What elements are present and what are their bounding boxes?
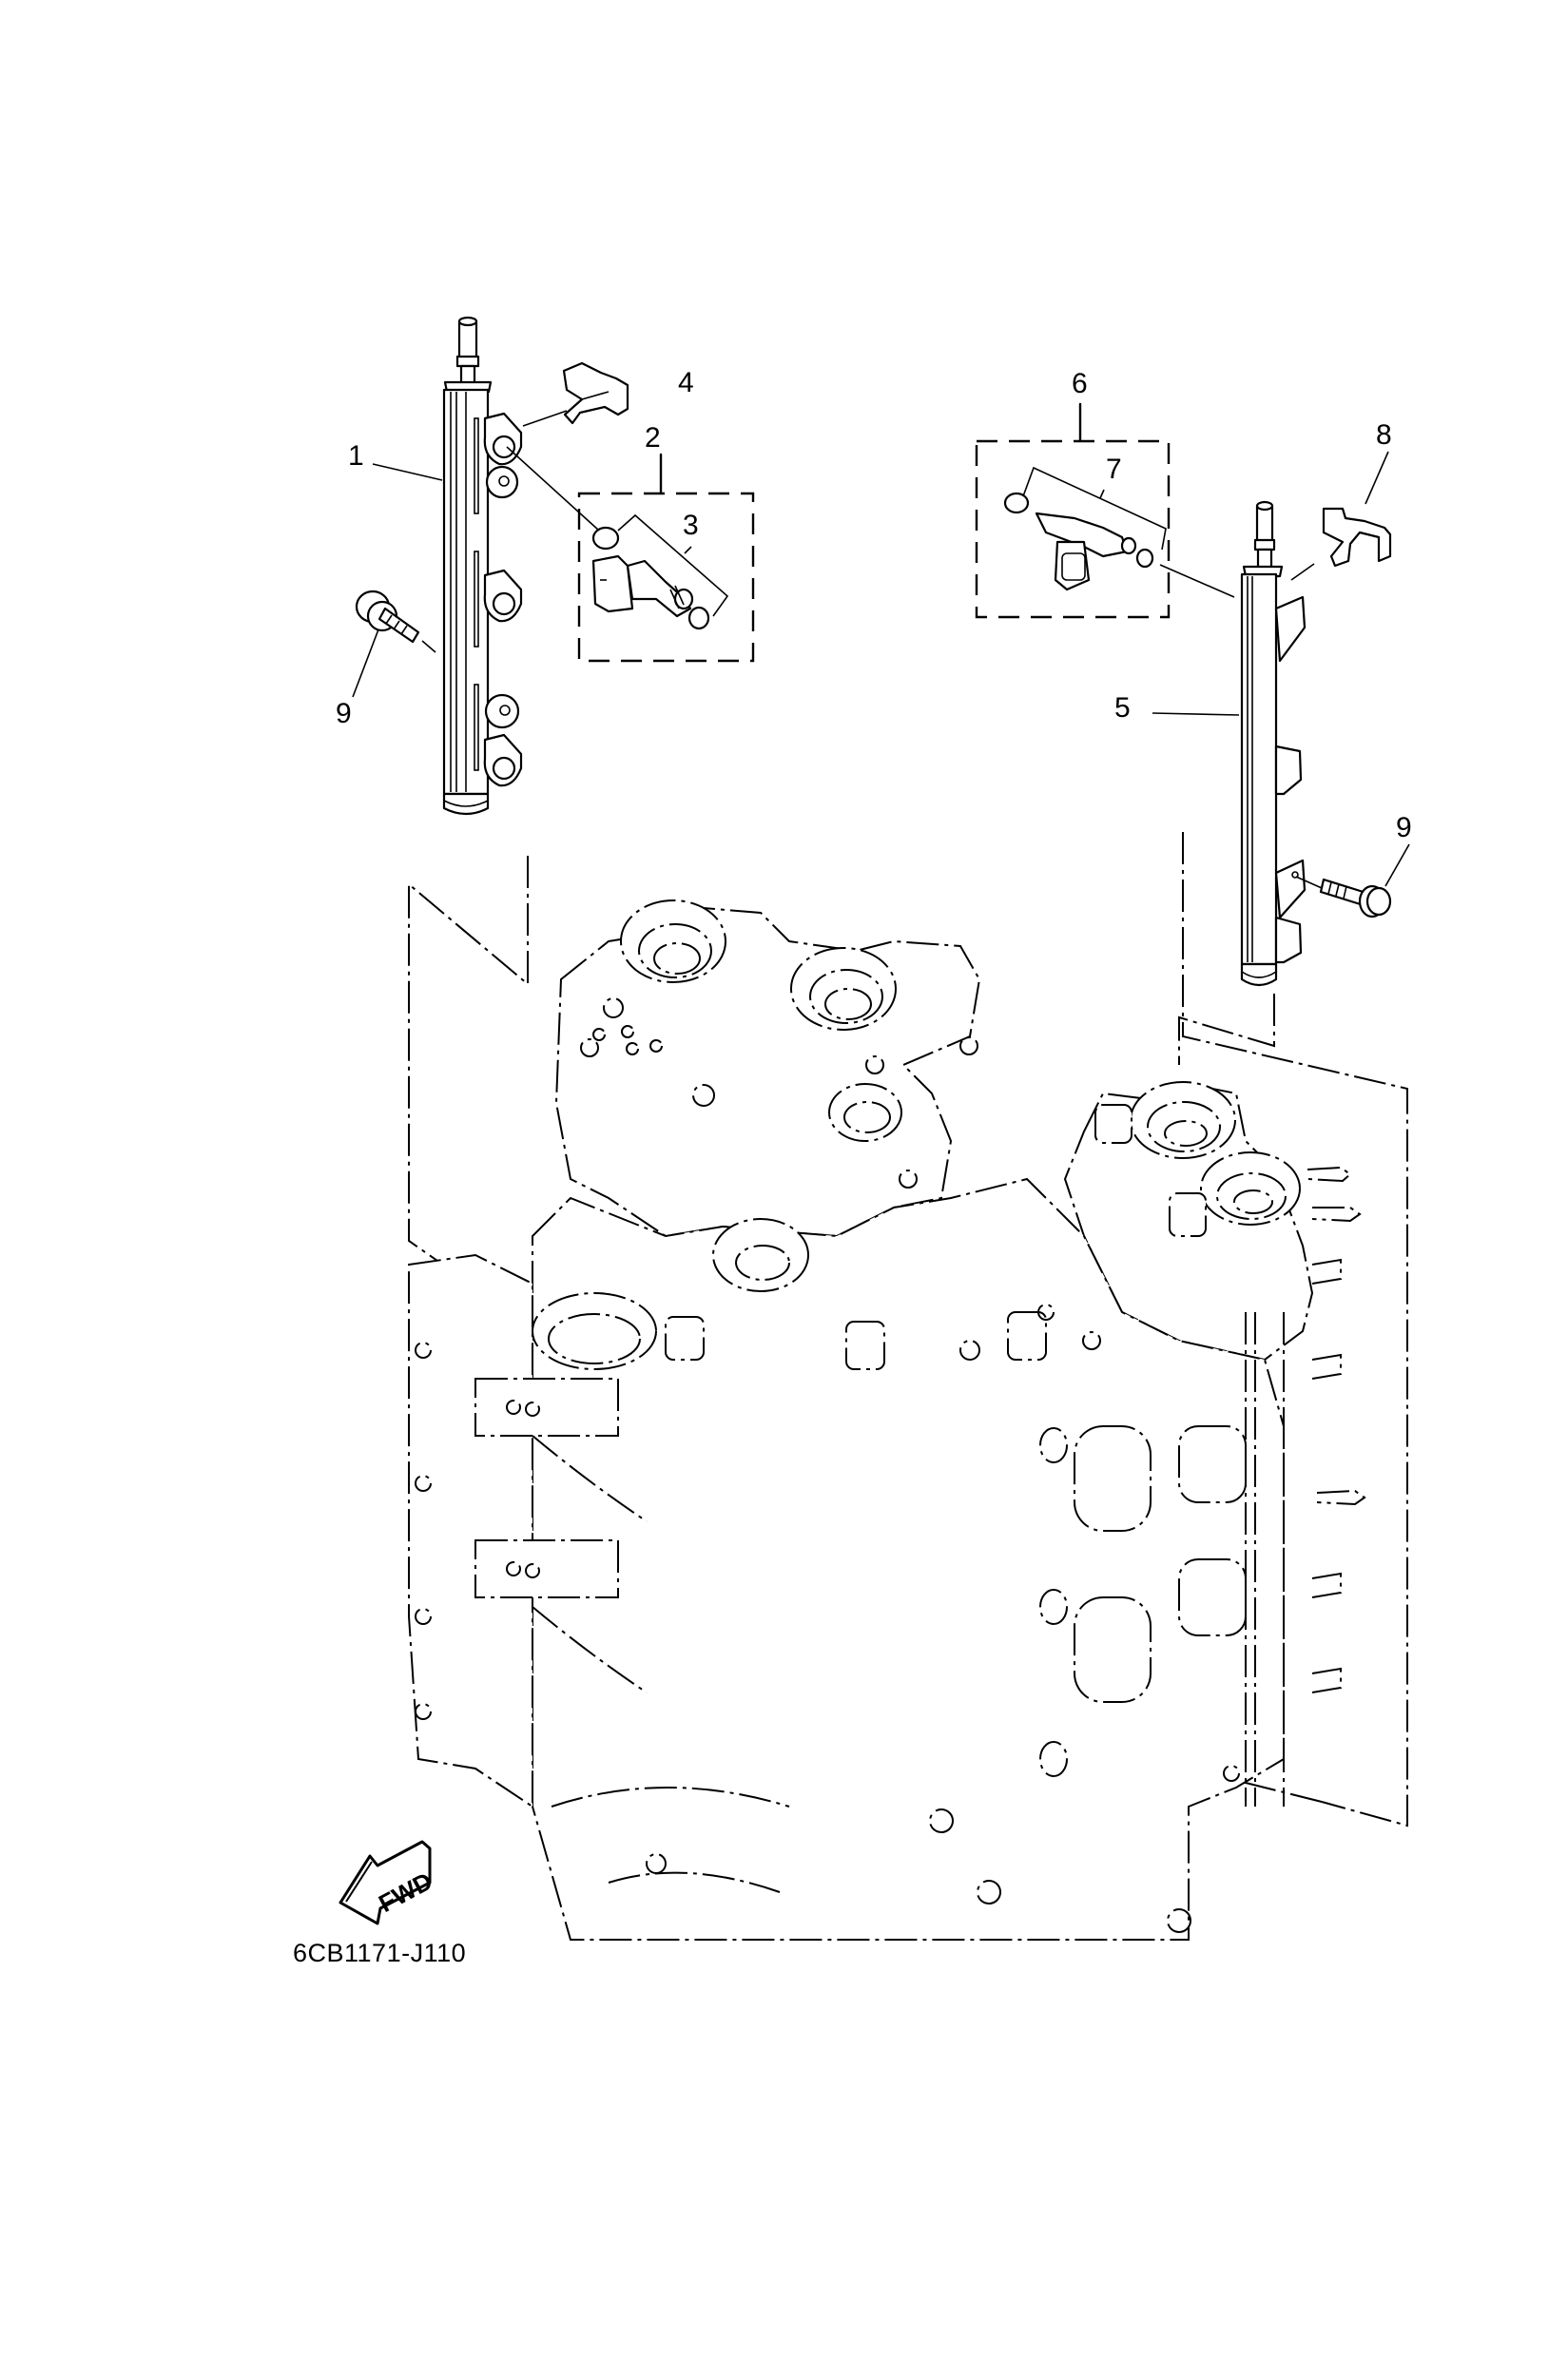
leader-9-right [1384, 843, 1410, 887]
bolt-9-right[interactable] [1319, 878, 1392, 918]
callout-3: 3 [683, 510, 699, 541]
leader-clip-8-to-rail [1290, 563, 1315, 581]
fuel-injector-3[interactable] [591, 526, 710, 630]
injector-cup [483, 733, 523, 787]
mount-boss [485, 465, 519, 499]
mount-boss [484, 693, 520, 729]
assembly-guide-left [408, 856, 529, 1308]
bolt-9-left[interactable] [355, 590, 420, 644]
callout-4: 4 [678, 367, 694, 398]
leader-5 [1152, 712, 1240, 716]
callout-8: 8 [1376, 419, 1392, 451]
callout-9-right: 9 [1396, 812, 1412, 843]
injector-clip-4[interactable] [562, 361, 629, 425]
leader-3 [617, 513, 729, 617]
leader-oring-to-rail-right [1159, 564, 1235, 598]
callout-9-left: 9 [336, 698, 352, 729]
leader-bolt-to-rail-right [1295, 876, 1323, 889]
leader-clip-4 [522, 410, 568, 427]
callout-6: 6 [1072, 368, 1088, 399]
injector-cup [483, 412, 523, 466]
leader-7 [1022, 466, 1167, 551]
kit-box-2 [577, 492, 755, 663]
leader-1 [372, 463, 443, 481]
leader-8 [1365, 451, 1389, 505]
forward-arrow-icon: FWD [339, 1840, 437, 1925]
kit-box-6 [975, 439, 1171, 619]
fuel-rail-right[interactable] [1240, 500, 1307, 987]
engine-block [408, 899, 1366, 1941]
leader-9-left [352, 628, 379, 698]
callout-2: 2 [645, 422, 661, 454]
injector-clip-8[interactable] [1322, 507, 1392, 568]
callout-1: 1 [348, 440, 364, 472]
callout-5: 5 [1114, 692, 1131, 724]
injector-cup [483, 569, 523, 623]
fuel-injector-7[interactable] [1003, 492, 1154, 591]
callout-7: 7 [1106, 454, 1122, 485]
leader-oring-to-rail [506, 446, 600, 532]
assembly-guide-right [1178, 832, 1408, 1827]
fuel-rail-left[interactable] [442, 316, 523, 816]
diagram-code: 6CB1171-J110 [293, 1939, 466, 1967]
leader-bolt-to-rail-left [421, 640, 436, 653]
